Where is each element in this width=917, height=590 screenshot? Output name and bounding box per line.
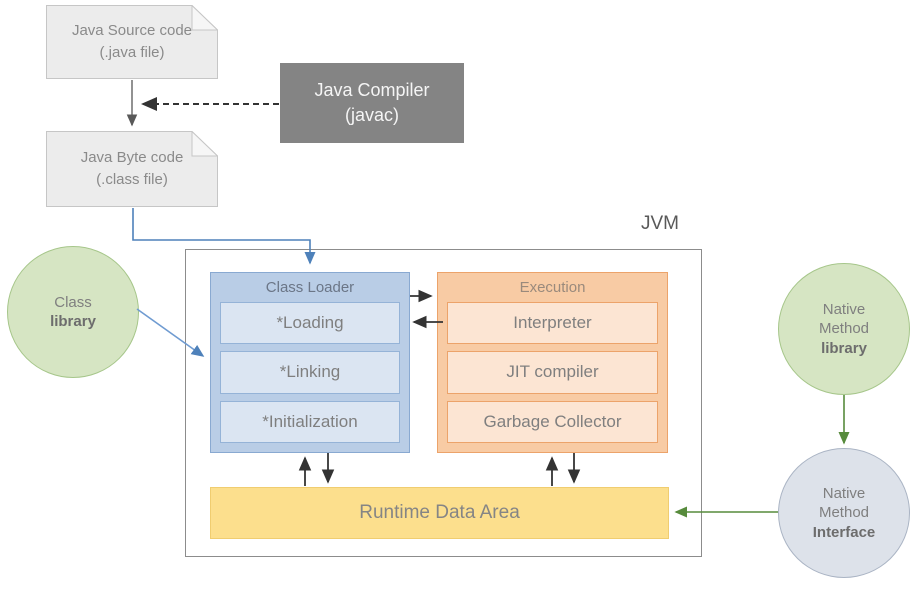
native-method-library-line1: Native (822, 300, 866, 318)
class-library-label-line1: Class (54, 293, 92, 311)
native-method-interface-line1: Native (822, 484, 866, 502)
execution-item-interpreter: Interpreter (447, 302, 658, 345)
native-method-library-line3: library (821, 339, 867, 357)
execution-item-jit-compiler: JIT compiler (447, 351, 658, 394)
node-execution-engine: Execution Interpreter JIT compiler Garba… (437, 272, 668, 453)
execution-item-garbage-collector: Garbage Collector (447, 400, 658, 443)
node-class-loader: Class Loader *Loading *Linking *Initiali… (210, 272, 410, 453)
node-native-method-interface: Native Method Interface (778, 448, 910, 578)
java-source-label-line1: Java Source code (71, 22, 193, 40)
document-outline (46, 131, 218, 207)
java-bytecode-label-line1: Java Byte code (80, 149, 184, 167)
class-loader-item-initialization: *Initialization (220, 400, 400, 443)
native-method-interface-line2: Method (818, 504, 870, 522)
native-method-interface-line3: Interface (812, 523, 876, 541)
document-outline (46, 5, 218, 79)
document-shape (46, 5, 218, 79)
class-loader-item-loading: *Loading (220, 302, 400, 345)
class-loader-item-linking: *Linking (220, 351, 400, 394)
folded-corner (191, 5, 218, 31)
class-library-label-line2: library (50, 313, 96, 330)
java-source-label-line2: (.java file) (99, 44, 165, 61)
node-java-compiler: Java Compiler (javac) (280, 63, 464, 143)
node-java-source-code: Java Source code (.java file) (46, 5, 218, 79)
jvm-title: JVM (641, 213, 679, 234)
node-class-library: Class library (7, 246, 139, 378)
execution-title: Execution (519, 279, 586, 296)
node-native-method-library: Native Method library (778, 263, 910, 395)
class-loader-title: Class Loader (265, 279, 355, 296)
runtime-data-area-label: Runtime Data Area (359, 502, 520, 523)
java-compiler-label-line2: (javac) (344, 105, 399, 125)
java-compiler-label-line1: Java Compiler (314, 79, 430, 100)
java-bytecode-label-line2: (.class file) (96, 171, 168, 188)
node-java-byte-code: Java Byte code (.class file) (46, 131, 218, 207)
node-runtime-data-area: Runtime Data Area (210, 487, 669, 539)
folded-corner (191, 131, 218, 157)
native-method-library-line2: Method (818, 320, 870, 338)
document-shape (46, 131, 218, 207)
